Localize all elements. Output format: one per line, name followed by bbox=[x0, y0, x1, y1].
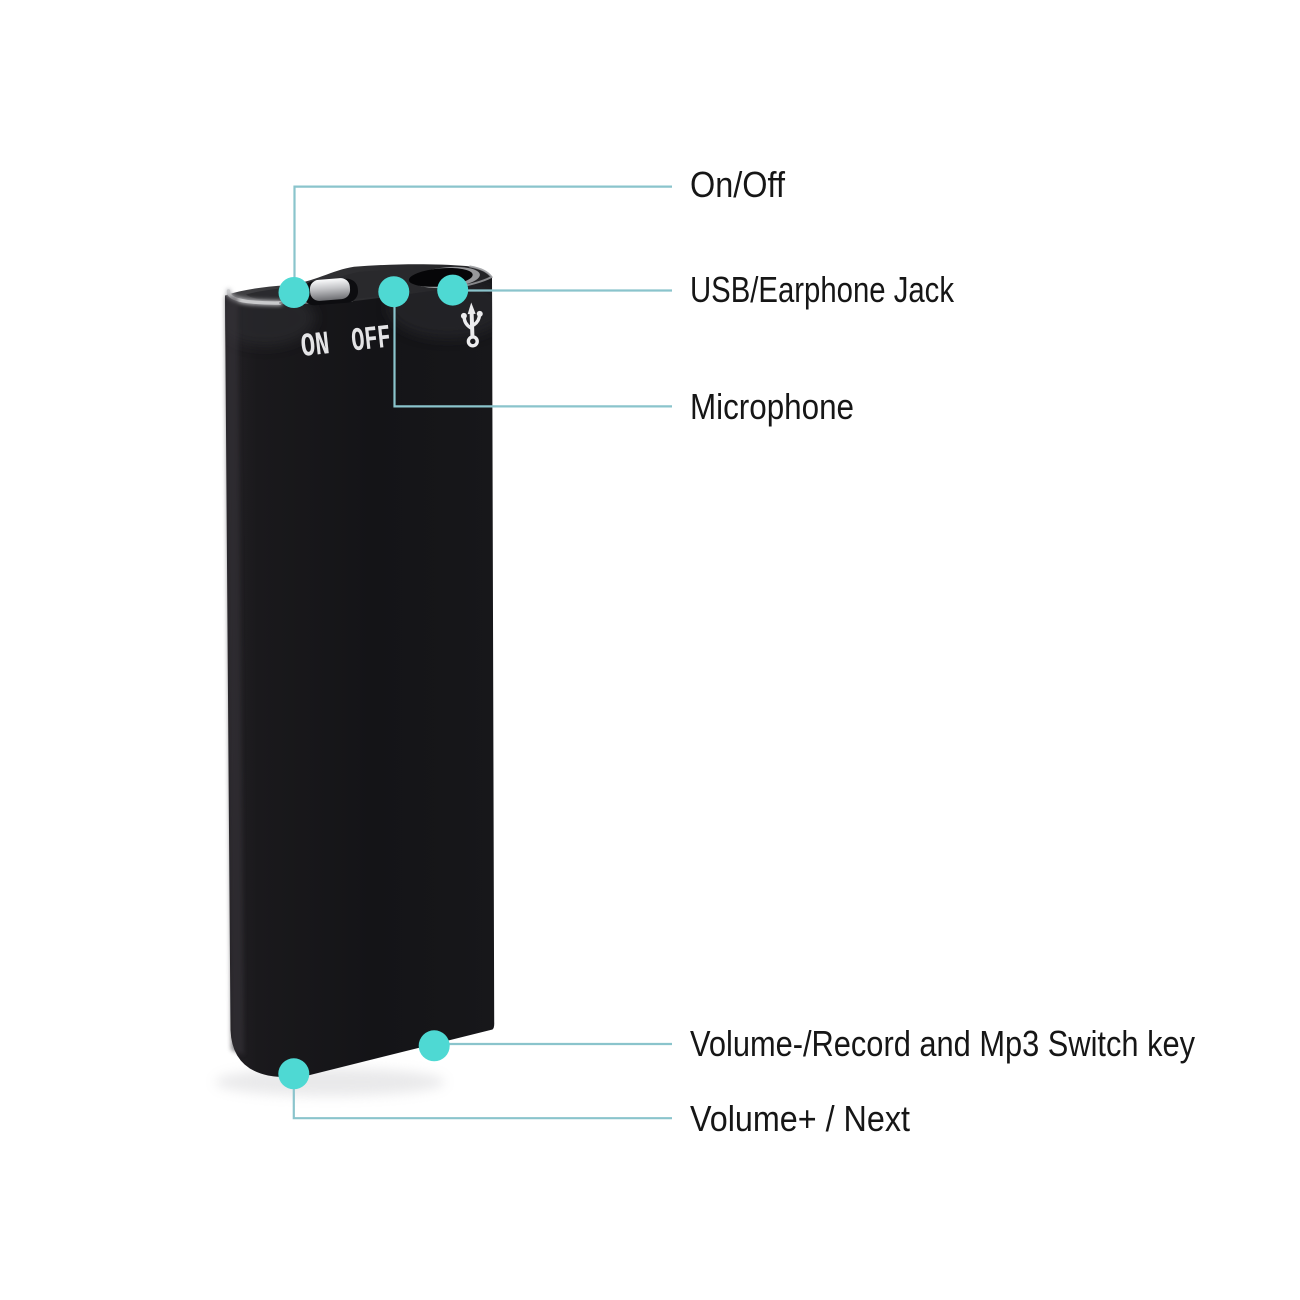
svg-text:USB/Earphone Jack: USB/Earphone Jack bbox=[690, 269, 955, 310]
svg-text:On/Off: On/Off bbox=[690, 164, 786, 205]
svg-text:OFF: OFF bbox=[350, 321, 393, 361]
svg-text:Volume+ / Next: Volume+ / Next bbox=[690, 1098, 910, 1139]
svg-text:Microphone: Microphone bbox=[690, 386, 854, 427]
svg-text:Volume-/Record and Mp3 Switch: Volume-/Record and Mp3 Switch key bbox=[690, 1023, 1195, 1064]
svg-text:ON: ON bbox=[299, 326, 331, 367]
